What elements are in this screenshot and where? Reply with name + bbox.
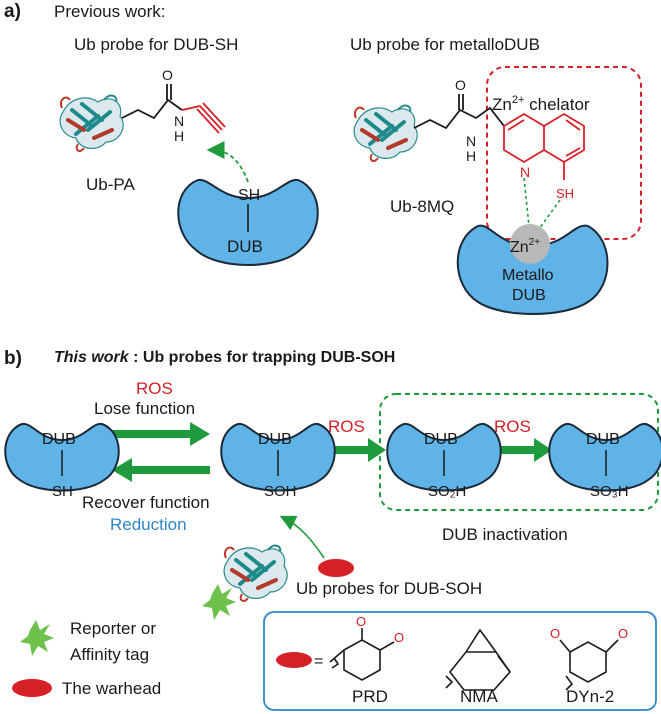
- panel-a-right-title: Ub probe for metalloDUB: [350, 35, 540, 54]
- prd-label: PRD: [352, 687, 388, 706]
- ub-pa-oxygen: O: [162, 67, 173, 83]
- panel-a-left-title: Ub probe for DUB-SH: [74, 35, 238, 54]
- panel-b-heading: This work : Ub probes for trapping DUB-S…: [54, 349, 395, 366]
- panel-a-label: a): [4, 1, 21, 22]
- dub-label-left: DUB: [227, 237, 263, 256]
- warhead-equals-icon: [276, 652, 312, 668]
- reverse-arrow: [112, 458, 210, 482]
- zn-ion-ball: [510, 224, 550, 264]
- dub-state-so2h: DUB SO₂H: [386, 422, 502, 500]
- ubiquitin-structure-right: [352, 103, 420, 163]
- legend-reporter-line2: Affinity tag: [70, 645, 149, 664]
- ub-pa-linker: [121, 84, 226, 134]
- dub-state-so2h-group: SO₂H: [428, 483, 466, 500]
- dub-state-sh-label: DUB: [42, 431, 76, 448]
- dub-sh-left: SH: [238, 187, 260, 204]
- warhead-equals-sign: =: [314, 653, 323, 670]
- nma-structure: [445, 628, 512, 691]
- ub-pa-hydrogen: H: [174, 128, 184, 144]
- probe-attack-arrow: [279, 515, 325, 559]
- warhead-on-probe: [318, 559, 354, 577]
- ros-mid-label: ROS: [328, 417, 365, 436]
- panel-a-heading: Previous work:: [54, 2, 165, 21]
- quinoline-ring: [503, 112, 585, 180]
- probe-caption: Ub probes for DUB-SOH: [296, 579, 482, 598]
- attack-arrow-left: [206, 141, 249, 183]
- ub-8mq-linker: [413, 94, 505, 130]
- recover-function-label: Recover function: [82, 493, 210, 512]
- ub-8mq-hydrogen: H: [466, 148, 476, 164]
- ubiquitin-structure-left: [58, 93, 126, 153]
- dub-state-so3h-group: SO₃H: [590, 483, 629, 500]
- legend-reporter-line1: Reporter or: [70, 619, 156, 638]
- metallo-dub-line1: Metallo: [502, 267, 554, 284]
- ub-pa-nitrogen: N: [174, 113, 184, 129]
- lose-function-label: Lose function: [94, 399, 195, 418]
- dyn2-label: DYn-2: [566, 687, 614, 706]
- dyn2-oxygen-1: O: [550, 626, 560, 641]
- reduction-label: Reduction: [110, 515, 187, 534]
- metallo-dub-line2: DUB: [512, 287, 546, 304]
- dub-state-so3h-label: DUB: [586, 431, 620, 448]
- dyn2-structure: [559, 639, 619, 691]
- warhead-legend-icon: [12, 679, 52, 697]
- dyn2-oxygen-2: O: [618, 626, 628, 641]
- oxidation-arrow-2: [488, 438, 552, 462]
- legend-warhead: The warhead: [62, 679, 161, 698]
- dub-state-so3h: DUB SO₃H: [548, 422, 661, 500]
- ub-8mq-nitrogen: N: [466, 133, 476, 149]
- prd-oxygen-1: O: [356, 614, 366, 629]
- dub-state-soh-label: DUB: [258, 431, 292, 448]
- quinoline-nitrogen: N: [520, 164, 530, 180]
- prd-oxygen-2: O: [394, 630, 404, 645]
- dub-state-sh-group: SH: [52, 483, 73, 500]
- panel-b-label: b): [4, 348, 22, 369]
- warhead-structures-box: [263, 611, 657, 711]
- dub-inactivation-label: DUB inactivation: [442, 525, 568, 544]
- prd-structure: [329, 628, 395, 681]
- ub-8mq-oxygen: O: [455, 77, 466, 93]
- dub-state-soh: DUB SOH: [220, 422, 336, 500]
- quinoline-sh: SH: [556, 186, 574, 201]
- forward-arrow: [110, 422, 210, 446]
- dub-state-soh-group: SOH: [264, 483, 297, 500]
- dub-state-sh: DUB SH: [4, 422, 120, 500]
- zn-ion-label: Zn2+: [510, 237, 540, 256]
- nma-label: NMA: [460, 687, 498, 706]
- oxidation-arrow-1: [322, 438, 386, 462]
- ros-right-label: ROS: [494, 417, 531, 436]
- ub-8mq-label: Ub-8MQ: [390, 197, 454, 216]
- dub-state-so2h-label: DUB: [424, 431, 458, 448]
- ubiquitin-probe: [222, 543, 290, 603]
- ros-top-label: ROS: [136, 379, 173, 398]
- reporter-tag-on-probe: [202, 584, 236, 620]
- ub-pa-label: Ub-PA: [86, 175, 135, 194]
- reporter-tag-icon: [20, 620, 54, 656]
- zn-chelator-label: Zn2+ chelator: [492, 94, 590, 114]
